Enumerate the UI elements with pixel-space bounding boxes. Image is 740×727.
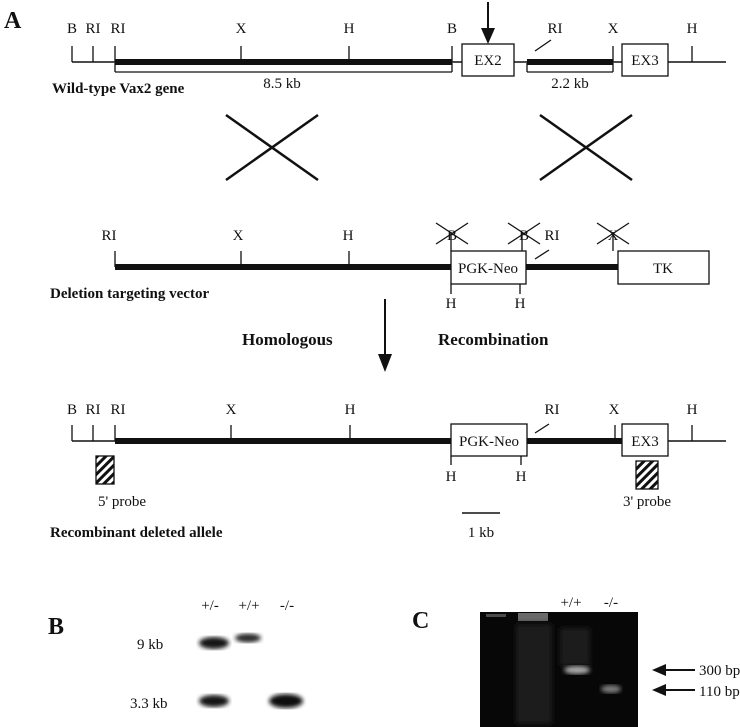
southern-lane-ko: -/- (280, 598, 294, 614)
southern-lane-het: +/- (201, 598, 219, 614)
vec-site-h1: H (343, 228, 354, 244)
pcr-band-300bp-label: 300 bp (699, 663, 740, 679)
wt-caption: Wild-type Vax2 gene (52, 81, 185, 97)
rec-site-h2: H (687, 402, 698, 418)
exon2-label: EX2 (474, 53, 502, 69)
gel-background (480, 612, 638, 727)
vector-neo-label: PGK-Neo (458, 261, 518, 277)
southern-lane-wt: +/+ (238, 598, 259, 614)
arrow-300bp-icon (652, 664, 666, 676)
pcr-gel (480, 612, 638, 727)
wt-site-ri1: RI (86, 21, 101, 37)
pcr-lane-wt: +/+ (560, 595, 581, 611)
scale-bar-label: 1 kb (468, 525, 494, 541)
wt-site-h1: H (344, 21, 355, 37)
wildtype-labels: B RI RI X H B RI X H EX2 EX3 8.5 kb 2.2 … (52, 21, 698, 97)
pcr-band-110bp (601, 685, 621, 693)
probe-3prime-label: 3' probe (623, 494, 671, 510)
vec-site-ri1: RI (102, 228, 117, 244)
wt-length-left: 8.5 kb (263, 76, 301, 92)
recomb-exon3-box (621, 423, 669, 457)
southern-band-9kb-label: 9 kb (137, 637, 163, 653)
probe-5prime-icon (95, 455, 115, 485)
wt-site-b1: B (67, 21, 77, 37)
recomb-neo-label: PGK-Neo (459, 434, 519, 450)
arrow-110bp-icon (652, 684, 666, 696)
band-9kb-het (199, 637, 229, 649)
band-9kb-wt (235, 633, 261, 643)
recombinant-caption: Recombinant deleted allele (50, 525, 223, 541)
band-3kb-het (199, 695, 229, 707)
southern-lane-labels: +/- +/+ -/- (201, 598, 294, 614)
wt-length-right: 2.2 kb (551, 76, 589, 92)
crossover-marks (225, 113, 633, 182)
probe-3prime-icon (635, 460, 659, 490)
vec-h-below-1: H (446, 296, 457, 312)
pcr-lane-labels: +/+ -/- (560, 595, 618, 611)
vec-site-b2-deleted: B (519, 228, 529, 244)
vec-site-b1-deleted: B (447, 228, 457, 244)
wt-site-x2: X (608, 21, 619, 37)
targeting-vector-map (114, 222, 710, 294)
recomb-exon3-label: EX3 (631, 434, 659, 450)
southern-blot (199, 633, 303, 708)
deletion-arrow-icon (481, 28, 495, 44)
recombinant-allele-map (71, 423, 726, 514)
wt-site-h2: H (687, 21, 698, 37)
panel-a-label: A (4, 8, 22, 34)
wt-site-x1: X (236, 21, 247, 37)
pcr-band-110bp-label: 110 bp (699, 684, 740, 700)
wildtype-gene-map (71, 2, 726, 77)
wt-site-b2: B (447, 21, 457, 37)
rec-site-ri2: RI (111, 402, 126, 418)
panel-b-label: B (48, 614, 64, 640)
recombination-right-text: Recombination (438, 330, 549, 349)
vector-tk-box (617, 250, 710, 285)
panel-c-label: C (412, 608, 429, 634)
vector-tk-label: TK (653, 261, 673, 277)
band-3kb-ko (269, 694, 303, 708)
recombination-arrow-icon (378, 299, 392, 372)
ladder-smear (516, 624, 552, 724)
rec-site-x2: X (609, 402, 620, 418)
vector-labels: RI X H B B RI X PGK-Neo TK H H Deletion … (50, 228, 673, 312)
rec-site-h1: H (345, 402, 356, 418)
rec-site-ri1: RI (86, 402, 101, 418)
pcr-size-markers: 300 bp 110 bp (652, 663, 740, 700)
rec-site-ri3: RI (545, 402, 560, 418)
pcr-band-300bp (564, 666, 590, 674)
vec-site-x1: X (233, 228, 244, 244)
southern-band-3kb-label: 3.3 kb (130, 696, 168, 712)
vec-h-below-2: H (515, 296, 526, 312)
recombination-left-text: Homologous (242, 330, 333, 349)
recombinant-labels: B RI RI X H RI X H PGK-Neo EX3 H H 5' pr… (50, 402, 698, 541)
recomb-pgk-neo-box (450, 423, 528, 457)
vec-site-x2-deleted: X (608, 228, 619, 244)
probe-5prime-label: 5' probe (98, 494, 146, 510)
ladder-well (518, 613, 548, 621)
exon3-box (621, 43, 669, 77)
vector-caption: Deletion targeting vector (50, 286, 209, 302)
pcr-lane-ko: -/- (604, 595, 618, 611)
wt-site-ri2: RI (111, 21, 126, 37)
wt-site-ri3: RI (548, 21, 563, 37)
rec-site-b1: B (67, 402, 77, 418)
rec-h-below-2: H (516, 469, 527, 485)
rec-site-x1: X (226, 402, 237, 418)
rec-h-below-1: H (446, 469, 457, 485)
vector-pgk-neo-box (450, 250, 527, 285)
vec-site-ri2: RI (545, 228, 560, 244)
exon3-label: EX3 (631, 53, 659, 69)
